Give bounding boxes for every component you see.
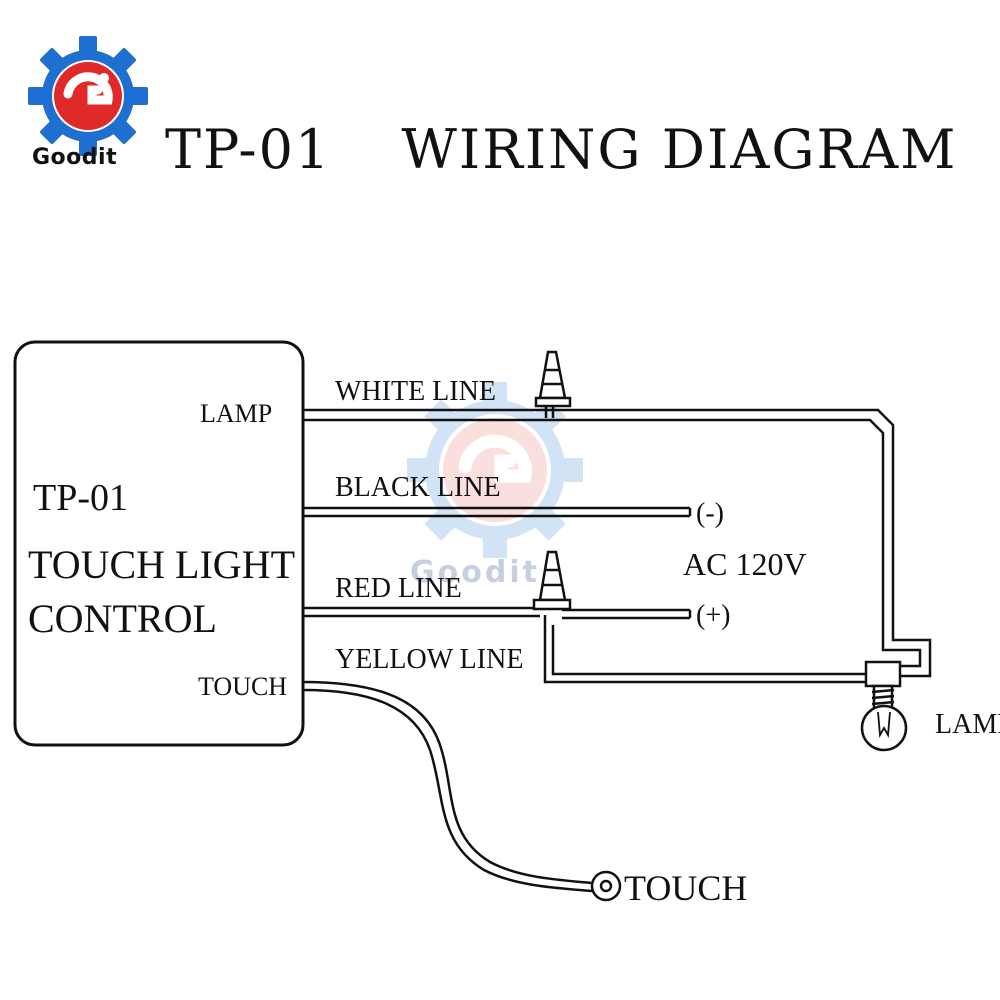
- yellow-wire: [302, 680, 593, 893]
- black-line-label: BLACK LINE: [335, 472, 501, 503]
- controller-name-line1: TOUCH LIGHT: [28, 542, 295, 587]
- watermark-text: Goodit: [410, 555, 540, 590]
- supply-negative-label: (-): [696, 498, 724, 529]
- supply-positive-label: (+): [696, 600, 730, 631]
- white-wire-nut-icon: [534, 350, 572, 418]
- terminal-touch-label: TOUCH: [198, 672, 287, 701]
- red-wire: [303, 606, 866, 684]
- black-wire: [303, 506, 692, 518]
- controller-box: [13, 340, 305, 747]
- touch-label: TOUCH: [624, 868, 747, 908]
- touch-ring-terminal-icon: [590, 870, 622, 902]
- brand-name: Goodit: [32, 145, 118, 170]
- white-line-label: WHITE LINE: [335, 376, 496, 407]
- red-wire-nut-icon: [532, 550, 572, 611]
- controller-model: TP-01: [33, 477, 128, 519]
- page-title: TP-01 WIRING DIAGRAM: [165, 118, 957, 181]
- lamp-bulb-icon: [860, 660, 908, 752]
- white-wire: [303, 408, 932, 678]
- title-model: TP-01: [165, 118, 332, 181]
- supply-voltage-label: AC 120V: [683, 546, 807, 582]
- controller-name-line2: CONTROL: [28, 596, 217, 641]
- yellow-line-label: YELLOW LINE: [335, 644, 523, 675]
- terminal-lamp-label: LAMP: [200, 399, 272, 428]
- lamp-label: LAMP: [935, 709, 1000, 740]
- red-line-label: RED LINE: [335, 573, 462, 604]
- goodit-logo-icon: [28, 36, 148, 156]
- title-subtitle: WIRING DIAGRAM: [401, 118, 958, 181]
